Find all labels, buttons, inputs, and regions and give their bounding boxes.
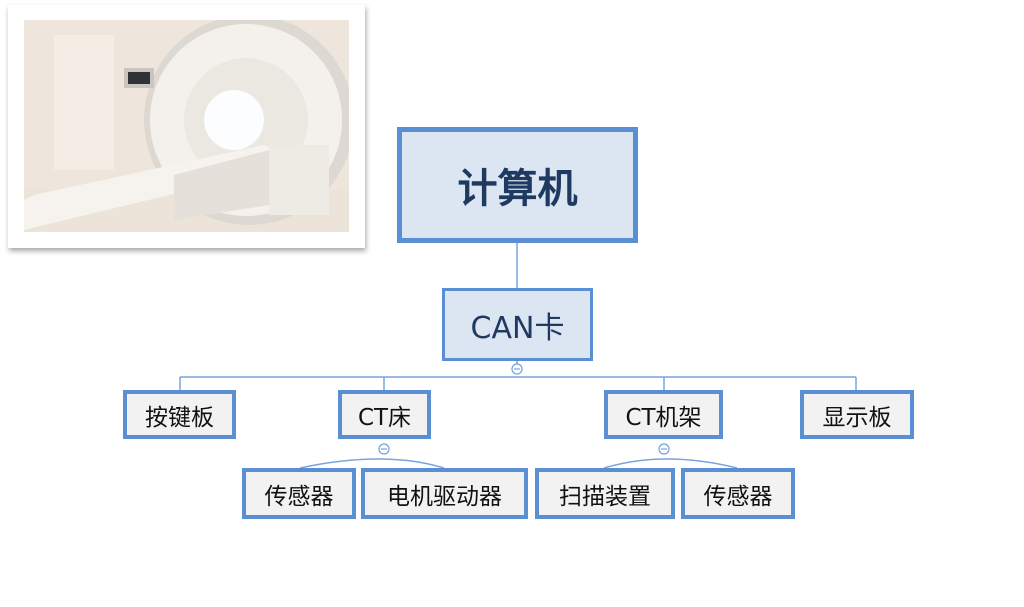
scanner-photo xyxy=(24,20,349,232)
node-bed-sensor[interactable]: 传感器 xyxy=(242,468,356,519)
node-scanning-device[interactable]: 扫描装置 xyxy=(535,468,675,519)
node-motor-driver[interactable]: 电机驱动器 xyxy=(361,468,528,519)
collapse-icon[interactable] xyxy=(378,443,390,455)
node-keypad[interactable]: 按键板 xyxy=(123,390,236,439)
node-display-board[interactable]: 显示板 xyxy=(800,390,914,439)
node-ct-bed[interactable]: CT床 xyxy=(338,390,431,439)
collapse-icon[interactable] xyxy=(511,363,523,375)
collapse-icon[interactable] xyxy=(658,443,670,455)
scanner-photo-frame xyxy=(8,5,365,248)
node-computer[interactable]: 计算机 xyxy=(397,127,638,243)
node-ct-gantry[interactable]: CT机架 xyxy=(604,390,723,439)
node-can-card[interactable]: CAN卡 xyxy=(442,288,593,361)
node-gantry-sensor[interactable]: 传感器 xyxy=(681,468,795,519)
